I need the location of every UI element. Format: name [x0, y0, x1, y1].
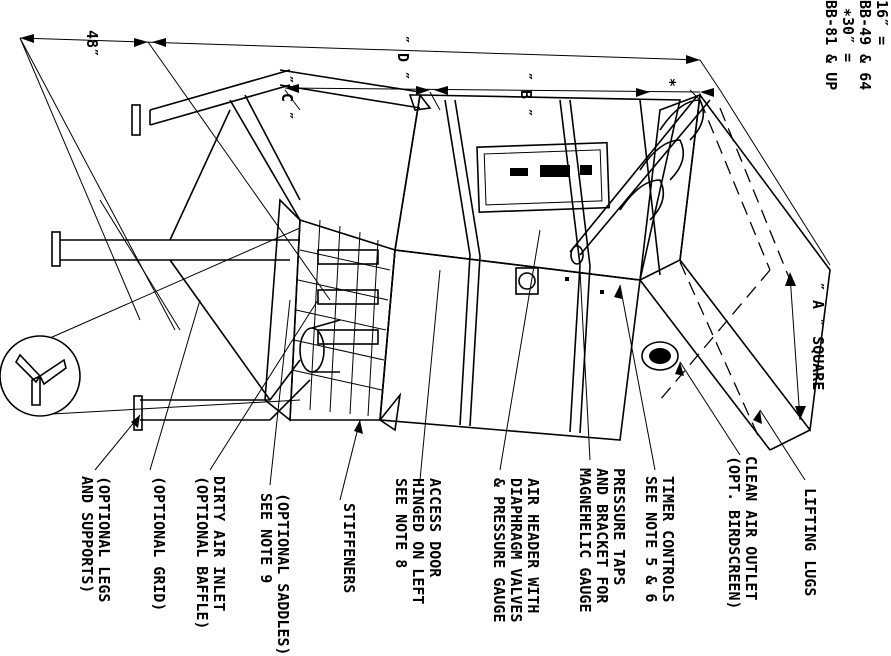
callout-access-door-line3: SEE NOTE 8 — [392, 478, 410, 568]
callout-dirty-air-inlet-line2: (OPTIONAL BAFFLE) — [193, 476, 211, 630]
callout-pressure-taps-line3: MAGNEHELIC GAUGE — [576, 468, 594, 613]
dim-b-label: ″ B ″ — [517, 72, 535, 117]
collector-body — [379, 92, 831, 451]
callout-optional-saddles-line2: SEE NOTE 9 — [257, 493, 275, 583]
callout-optional-legs-line1: (OPTIONAL LEGS — [95, 476, 113, 602]
callout-lifting-lugs: LIFTING LUGS — [801, 488, 819, 596]
callout-timer-controls-line2: SEE NOTE 5 & 6 — [642, 476, 660, 602]
callout-optional-legs-line2: AND SUPPORTS) — [78, 476, 96, 593]
callout-access-door-line1: ACCESS DOOR — [426, 478, 444, 578]
support-legs — [51, 69, 421, 431]
callout-pressure-taps-line1: PRESSURE TAPS — [610, 468, 628, 585]
callout-clean-air-outlet-line2: (OPT. BIRDSCREEN) — [725, 456, 743, 610]
star-note: 16″ = BB-49 & 64 ∗30″ = BB-81 & UP — [822, 0, 891, 90]
callout-air-header-line3: & PRESSURE GAUGE — [490, 478, 508, 623]
dim-d-label: ″ D ″ — [394, 35, 412, 80]
callout-air-header-line2: DIAPHRAGM VALVES — [507, 478, 525, 623]
callout-dirty-air-inlet-line1: DIRTY AIR INLET — [210, 476, 228, 611]
callout-clean-air-outlet-line1: CLEAN AIR OUTLET — [742, 456, 760, 601]
callout-labels: LIFTING LUGS CLEAN AIR OUTLET (OPT. BIRD… — [78, 456, 819, 656]
star-note-line2: BB-49 & 64 — [856, 0, 874, 90]
star-note-line4: BB-81 & UP — [822, 0, 840, 90]
star-note-line1: 16″ = — [873, 0, 891, 45]
hopper-section — [264, 94, 432, 432]
grid-detail-circle — [0, 227, 301, 417]
callout-leaders — [94, 229, 806, 501]
star-note-line3: ∗30″ = — [839, 8, 857, 62]
dim-a-square-label: ″ A ″ SQUARE — [809, 282, 827, 390]
callout-optional-grid: (OPTIONAL GRID) — [150, 476, 168, 611]
dim-star-label: ∗ — [664, 78, 682, 87]
callout-optional-saddles-line1: (OPTIONAL SADDLES) — [274, 493, 292, 656]
dimension-lines — [19, 34, 831, 421]
dim-c-label: ″ C ″ — [278, 75, 296, 120]
callout-access-door-line2: HINGED ON LEFT — [409, 478, 427, 604]
dim-48-label: 48″ — [83, 30, 101, 57]
callout-pressure-taps-line2: AND BRACKET FOR — [593, 468, 611, 604]
callout-air-header-line1: AIR HEADER WITH — [524, 478, 542, 613]
callout-stiffeners: STIFFENERS — [340, 503, 358, 593]
callout-timer-controls-line1: TIMER CONTROLS — [659, 476, 677, 602]
filter-grid — [291, 219, 391, 417]
